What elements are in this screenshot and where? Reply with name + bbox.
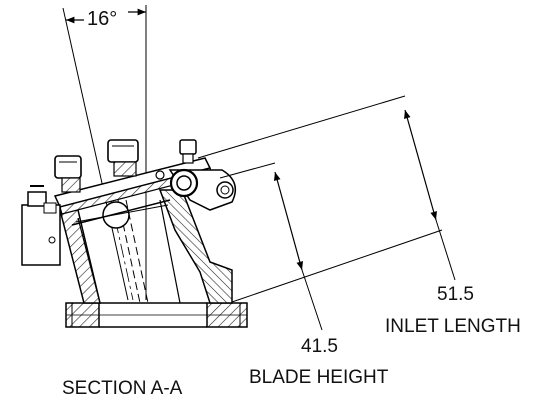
nut	[155, 170, 165, 180]
inlet-leader-line	[435, 219, 456, 281]
tilted-reference-line	[62, 7, 129, 301]
inlet-extension-line-bottom	[231, 229, 443, 303]
blade-assembly	[71, 199, 171, 229]
blade-height-dimension: 41.5 BLADE HEIGHT	[219, 162, 389, 388]
bolt-small	[179, 139, 197, 164]
blade-height-value: 41.5	[301, 336, 338, 357]
blade-leader-line	[301, 269, 323, 331]
inlet-length-value: 51.5	[437, 284, 474, 305]
inlet-length-label: INLET LENGTH	[385, 316, 521, 337]
blade-dimension-line	[273, 171, 304, 271]
bolt-centre	[107, 139, 139, 177]
inlet-body	[59, 189, 233, 304]
bolt-left	[54, 155, 82, 193]
blade-extension-line-top	[219, 162, 276, 179]
angle-dimension: 16°	[62, 5, 147, 301]
section-label: SECTION A-A	[62, 378, 183, 399]
base-flange	[65, 302, 248, 328]
side-block	[21, 185, 61, 266]
inlet-dimension-line	[404, 109, 437, 221]
inlet-extension-line-top	[197, 95, 406, 159]
angle-value: 16°	[87, 8, 117, 30]
linkage-arm	[168, 168, 237, 211]
blade-height-label: BLADE HEIGHT	[249, 367, 389, 388]
inlet-length-dimension: 51.5 INLET LENGTH	[197, 95, 521, 337]
